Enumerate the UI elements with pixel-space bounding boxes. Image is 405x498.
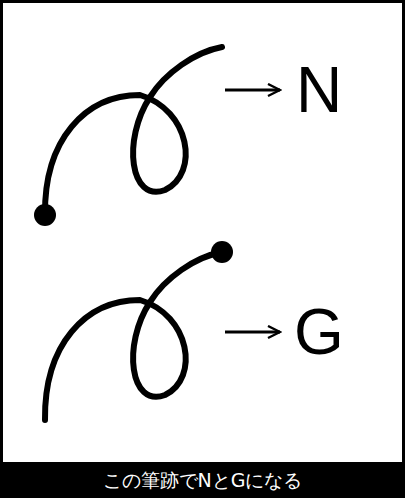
caption-text: この筆跡でNとGになる — [0, 462, 405, 498]
caption-band: この筆跡でNとGになる — [0, 462, 405, 498]
result-letter: G — [294, 300, 344, 364]
start-dot — [211, 241, 233, 263]
arrow — [225, 331, 280, 334]
result-letter: N — [296, 58, 342, 122]
arrow — [225, 89, 280, 92]
stroke-figure-g — [45, 241, 233, 420]
stroke-figure-n — [34, 47, 222, 226]
start-dot — [34, 204, 56, 226]
